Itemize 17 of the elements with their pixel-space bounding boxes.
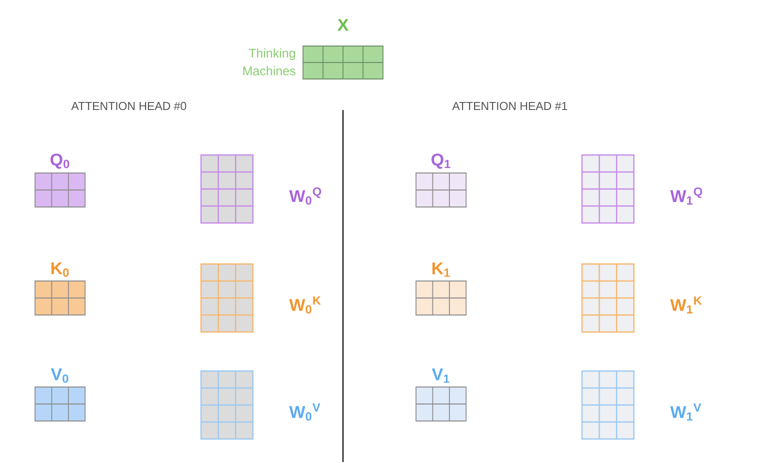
matrix-label: X xyxy=(338,19,349,31)
matrix-label: V$_{0}$ xyxy=(50,368,68,383)
matrix-label: W$_{1}$V xyxy=(670,403,702,421)
matrix-label: Q$_{1}$ xyxy=(432,154,450,169)
matrix-label: K$_{1}$ xyxy=(432,262,450,277)
matrix-label: W$_{1}$Q xyxy=(670,187,702,205)
matrix-label: Q$_{0}$ xyxy=(50,154,70,169)
row-label: Machines xyxy=(243,66,296,76)
matrix-label: K$_{0}$ xyxy=(51,262,69,277)
matrix-label: W$_{0}$V xyxy=(289,403,320,421)
row-label: Thinking xyxy=(248,48,295,60)
matrix-label: W$_{0}$Q xyxy=(289,187,322,205)
matrix-label: V$_{1}$ xyxy=(432,368,450,383)
matrix-label: W$_{0}$K xyxy=(289,296,321,314)
matrix-label: W$_{1}$K xyxy=(670,296,702,314)
section-heading: ATTENTION HEAD #0 xyxy=(71,102,186,110)
section-heading: ATTENTION HEAD #1 xyxy=(452,102,568,110)
